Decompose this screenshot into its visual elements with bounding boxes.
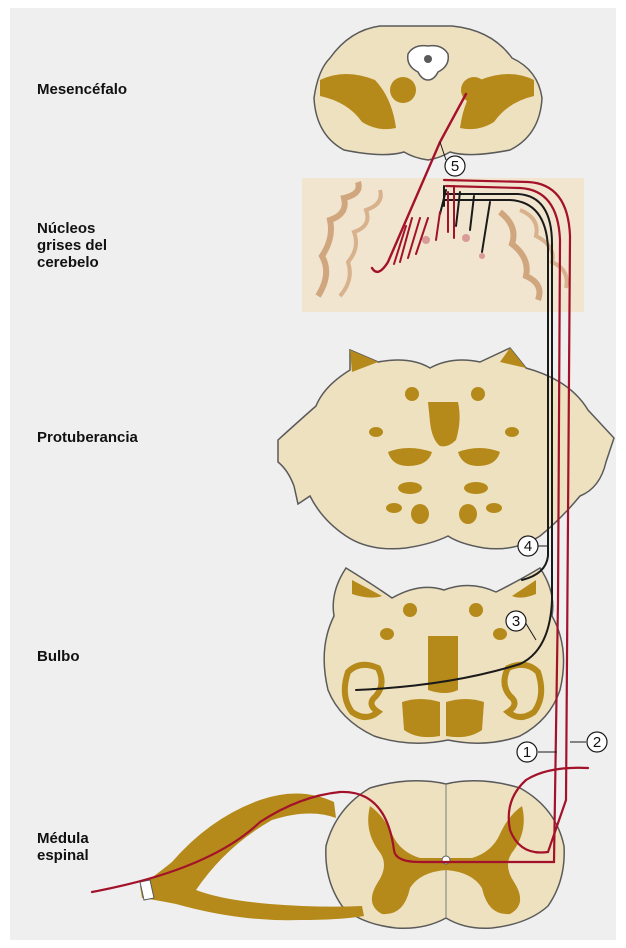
- nucleus-spot-1: [422, 236, 430, 244]
- mesencefalo-section: [314, 26, 542, 160]
- pons-nuclei-left-3: [411, 504, 429, 524]
- nucleus-spot-2: [462, 234, 470, 242]
- red-nucleus-left: [390, 77, 416, 103]
- pons-nuclei-left-2: [386, 503, 402, 513]
- bulbo-section: [324, 568, 563, 743]
- bulbo-medial-lemniscus: [428, 636, 458, 693]
- protuberancia-section: [278, 348, 614, 549]
- bulbo-dot-left: [380, 628, 394, 640]
- pyramid-left: [402, 699, 440, 737]
- medula-espinal-section: [140, 781, 564, 928]
- pons-nuclei-right-2: [486, 503, 502, 513]
- pons-nuclei-right-1: [464, 482, 488, 494]
- pons-nuclei-right-3: [459, 504, 477, 524]
- pons-nuclei-left-1: [398, 482, 422, 494]
- pons-dot-left: [369, 427, 383, 437]
- pons-nucleus-left: [405, 387, 419, 401]
- marker-3-text: 3: [512, 613, 520, 630]
- protuberancia-outline: [278, 348, 614, 549]
- bulbo-nucleus-right: [469, 603, 483, 617]
- bulbo-nucleus-left: [403, 603, 417, 617]
- aqueduct-center: [424, 55, 432, 63]
- nucleus-spot-3: [479, 253, 485, 259]
- marker-4-text: 4: [524, 538, 532, 555]
- pons-dot-right: [505, 427, 519, 437]
- pyramid-right: [446, 699, 484, 737]
- bulbo-dot-right: [493, 628, 507, 640]
- marker-1-text: 1: [523, 744, 531, 761]
- marker-5-text: 5: [451, 158, 459, 175]
- pons-nucleus-right: [471, 387, 485, 401]
- marker-2-text: 2: [593, 734, 601, 751]
